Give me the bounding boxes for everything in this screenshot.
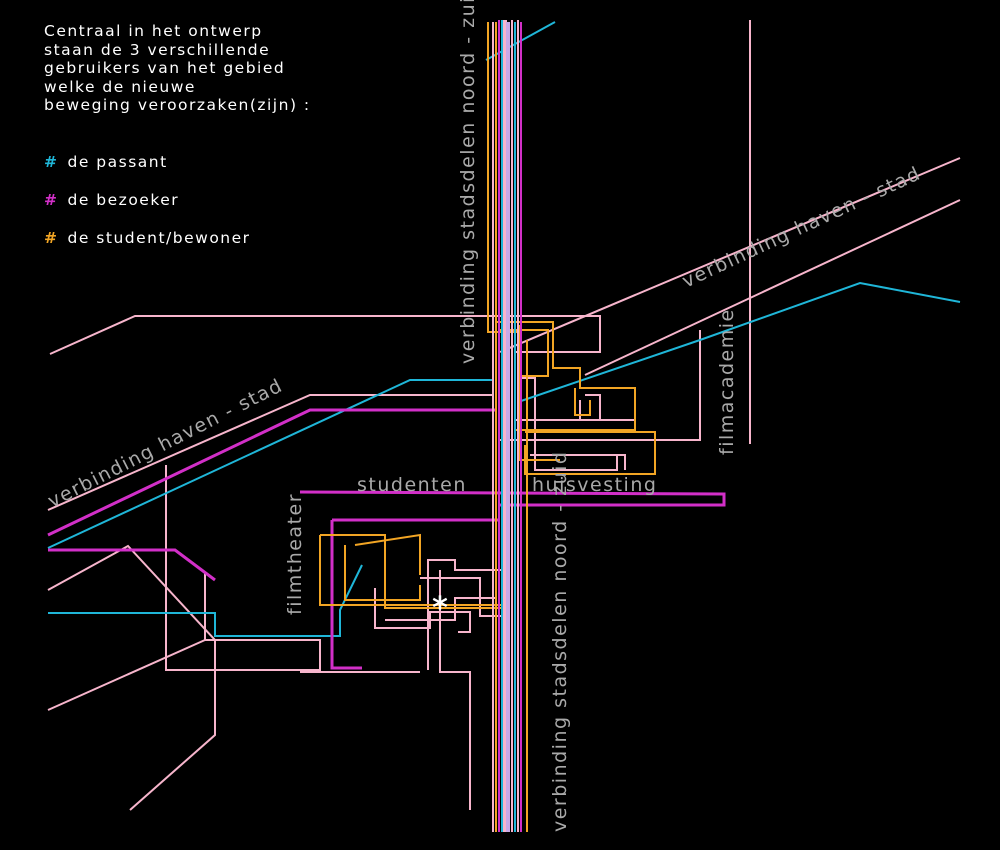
passant-routes: [47, 21, 961, 637]
intro-line: welke de nieuwe: [44, 77, 196, 96]
student-routes: [319, 22, 656, 609]
student-route: [344, 545, 421, 601]
student-route: [319, 535, 505, 606]
student-route: [524, 431, 656, 475]
label-noord-zuid-bottom: verbinding stadsdelen noord - zuid: [549, 451, 571, 832]
passant-route: [517, 281, 961, 403]
connection-line: [49, 315, 601, 355]
legend-item-bezoeker: # de bezoeker: [44, 188, 251, 226]
intro-line: Centraal in het ontwerp: [44, 22, 263, 40]
north-south-bundle: [492, 20, 528, 832]
label-noord-zuid-top: verbinding stadsdelen noord - zuid: [457, 0, 479, 364]
label-filmtheater: filmtheater: [284, 493, 306, 615]
bezoeker-route: [47, 408, 496, 537]
bezoeker-route: [330, 520, 362, 670]
intro-line: gebruikers van het gebied: [44, 59, 286, 78]
legend-item-student: # de student/bewoner: [44, 226, 251, 264]
intro-text: Centraal in het ontwerp staan de 3 versc…: [44, 22, 311, 115]
intro-line: beweging veroorzaken(zijn) :: [44, 96, 311, 115]
legend-label-student: de student/bewoner: [67, 229, 251, 247]
legend-label-passant: de passant: [67, 153, 168, 171]
intro-line: staan de 3 verschillende: [44, 40, 271, 59]
student-route: [320, 534, 510, 609]
label-huisvesting: huisvesting: [532, 474, 657, 496]
label-studenten: studenten: [357, 474, 467, 496]
bezoeker-route: [48, 548, 216, 582]
passant-route: [47, 379, 492, 549]
student-route: [574, 388, 591, 416]
legend-hash-student: #: [44, 229, 59, 247]
connection-line: [530, 454, 626, 470]
connection-line: [584, 199, 961, 376]
legend-item-passant: # de passant: [44, 150, 251, 188]
legend-hash-bezoeker: #: [44, 191, 59, 209]
legend-label-bezoeker: de bezoeker: [67, 191, 180, 209]
label-filmacademie: filmacademie: [716, 308, 738, 455]
connection-line: [47, 394, 492, 511]
student-route: [354, 533, 421, 575]
connection-line: [47, 544, 216, 811]
connection-line: [47, 639, 206, 711]
connection-line: [517, 377, 618, 471]
student-route: [497, 321, 636, 431]
connection-line: [499, 157, 961, 353]
connection-line: [374, 588, 471, 633]
legend: # de passant # de bezoeker # de student/bew…: [44, 150, 251, 264]
passant-route: [48, 564, 363, 637]
student-route: [500, 329, 549, 377]
legend-hash-passant: #: [44, 153, 59, 171]
center-marker: *: [432, 591, 448, 626]
